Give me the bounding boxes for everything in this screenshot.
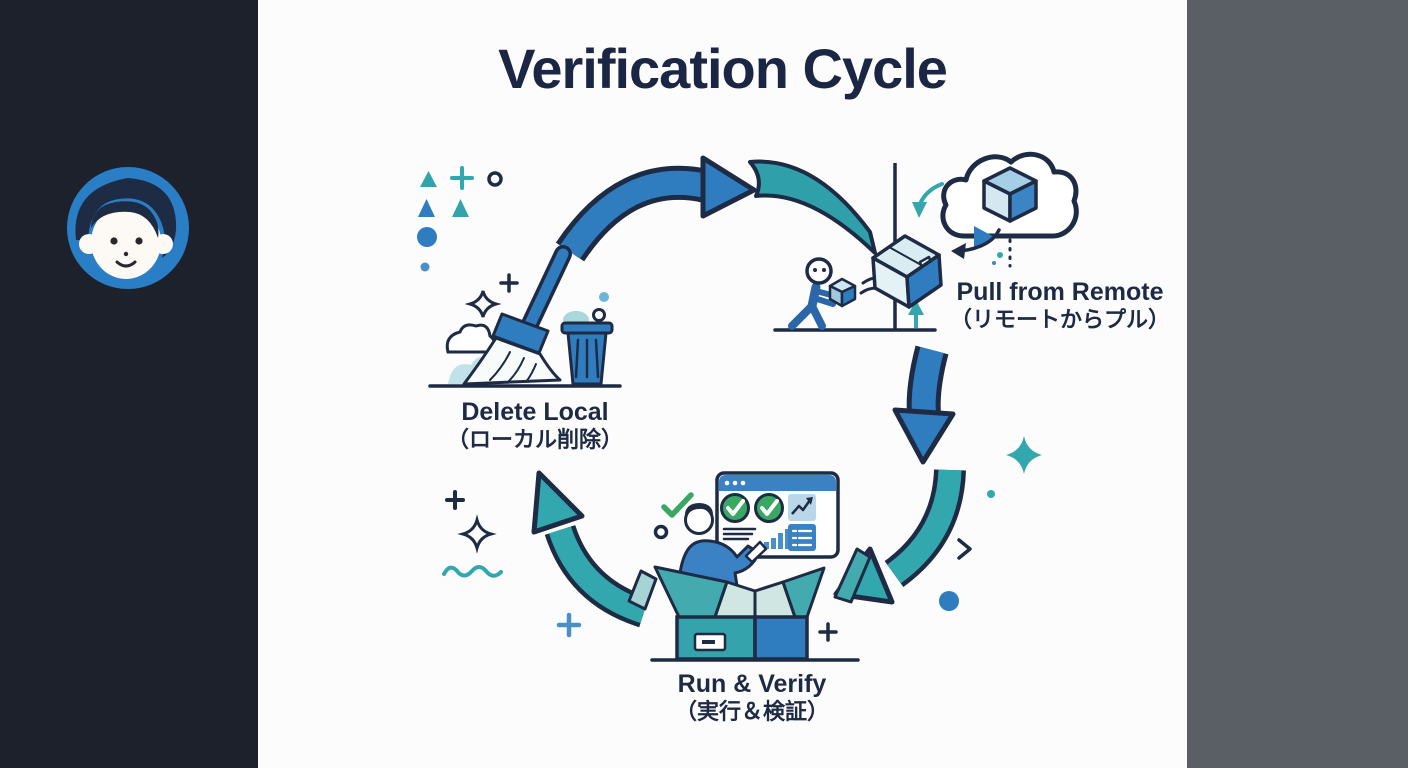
cycle-arrow-bottom-teal: [833, 469, 966, 605]
green-check-icon: [661, 492, 694, 518]
package-box-icon: [871, 234, 943, 309]
pull-scene: [773, 151, 1079, 332]
label-run-verify: Run & Verify （実行＆検証）: [675, 670, 829, 726]
label-delete-local: Delete Local （ローカル削除）: [447, 398, 623, 454]
label-delete-local-ja: （ローカル削除）: [446, 427, 624, 452]
trash-can-icon: [560, 321, 614, 386]
run-verify-scene: [627, 471, 872, 662]
cycle-arrow-top-teal: [748, 159, 877, 255]
open-box-icon: [627, 547, 872, 661]
cycle-arrow-top-blue: [555, 155, 757, 262]
avatar: [58, 158, 198, 298]
right-gray-column: [1187, 0, 1408, 768]
broom-icon: [462, 245, 572, 386]
label-pull-from-remote-ja: （リモートからプル）: [949, 307, 1171, 332]
person-carrying-box-icon: [788, 257, 857, 330]
decor-top-left: [417, 166, 519, 318]
cycle-arrow-right-blue: [892, 345, 956, 465]
decor-left-mid: [442, 490, 582, 638]
label-run-verify-en: Run & Verify: [677, 670, 827, 698]
broom-trash-icon: [428, 245, 622, 388]
user-avatar-icon: [67, 167, 189, 289]
decor-right: [939, 436, 1042, 611]
cycle-arrow-left-teal: [531, 470, 650, 628]
left-sidebar: [0, 0, 258, 768]
checklist-window-icon: [715, 471, 840, 559]
cloud-package-icon: [940, 151, 1079, 239]
label-delete-local-en: Delete Local: [461, 398, 609, 426]
label-pull-from-remote: Pull from Remote （リモートからプル）: [950, 278, 1170, 334]
label-pull-from-remote-en: Pull from Remote: [956, 278, 1164, 306]
label-run-verify-ja: （実行＆検証）: [674, 699, 830, 724]
cycle-illustration: [417, 151, 1079, 662]
pull-arrow-icon: [951, 226, 1012, 268]
page-title: Verification Cycle: [498, 37, 948, 100]
main-panel: Verification Cycle Delete Local （ローカル削除）…: [258, 0, 1187, 768]
